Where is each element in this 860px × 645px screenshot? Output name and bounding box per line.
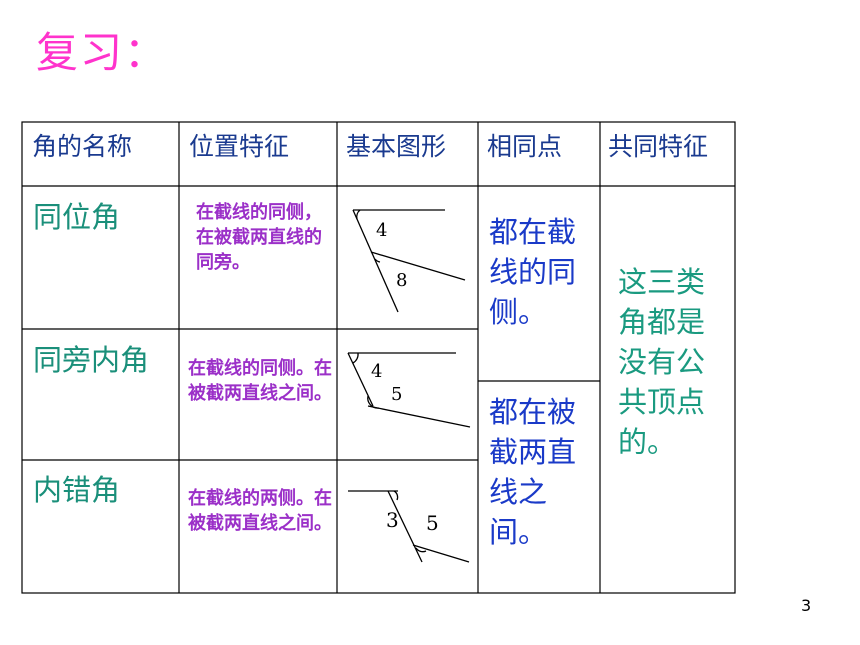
position-corresponding: 在截线的同侧，在被截两直线的同旁。	[196, 202, 322, 273]
name-corresponding: 同位角	[33, 200, 121, 234]
angle-label-4b: 4	[371, 361, 382, 382]
name-alternate-interior: 内错角	[33, 473, 121, 507]
common-point-same-side: 都在截线的同侧。	[489, 215, 577, 329]
figure-alternate-interior-angles	[348, 490, 470, 563]
shared-feature-text: 这三类角都是没有公共顶点的。	[618, 265, 706, 459]
figure-corresponding-angles	[352, 209, 466, 313]
common-point-between: 都在被截两直线之间。	[489, 395, 577, 549]
header-shared-feature: 共同特征	[608, 132, 709, 161]
figure-same-side-interior-angles	[347, 352, 471, 428]
position-alternate-interior: 在截线的两侧。在被截两直线之间。	[188, 488, 332, 534]
position-same-side-interior: 在截线的同侧。在被截两直线之间。	[188, 358, 332, 404]
name-same-side-interior: 同旁内角	[33, 343, 150, 377]
header-position: 位置特征	[189, 132, 290, 161]
angle-label-5b: 5	[426, 511, 439, 535]
header-figure: 基本图形	[346, 132, 447, 161]
angle-label-4: 4	[376, 220, 387, 241]
header-common-point: 相同点	[487, 132, 563, 161]
angle-label-8: 8	[396, 270, 407, 291]
angle-label-3: 3	[386, 508, 399, 532]
page-title: 复习：	[36, 28, 169, 77]
page-number: 3	[801, 596, 812, 615]
header-angle-name: 角的名称	[32, 132, 133, 161]
angle-label-5: 5	[391, 384, 402, 405]
